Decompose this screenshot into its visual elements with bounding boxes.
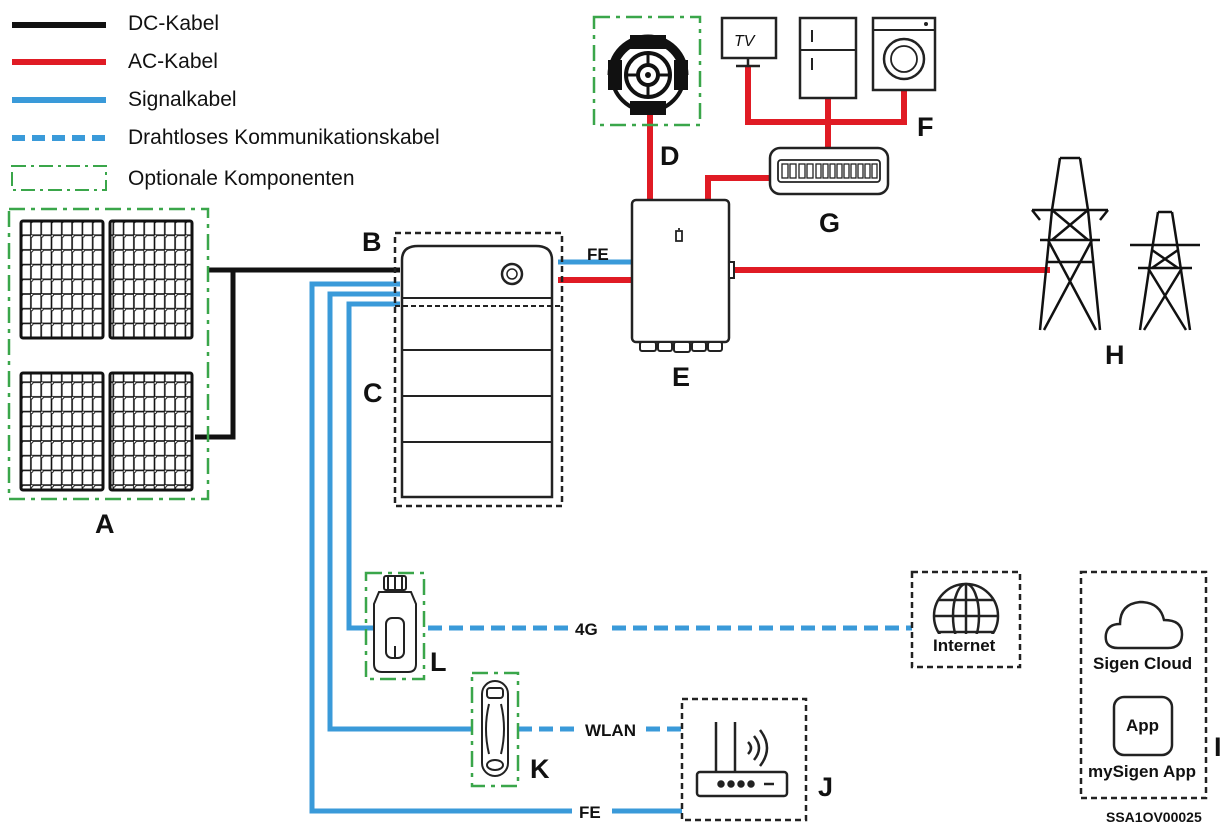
label-h: H [1105,340,1125,370]
tv-label: TV [734,33,756,50]
internet-frame [910,570,1022,669]
label-k: K [530,754,550,784]
component-e-inverter: E [630,198,735,392]
fridge-icon [798,16,858,100]
legend-dc-label: DC-Kabel [128,12,219,35]
optional-frame-a [7,207,210,501]
pv-panel [108,371,194,492]
internet-node: Internet [910,570,1022,669]
breaker-icons [781,163,878,179]
app-icon-label: App [1126,716,1159,735]
system-frame-bc [393,231,564,508]
legend-optional-label: Optionale Komponenten [128,167,355,190]
label-d: D [660,141,680,171]
signal-cables [309,259,682,814]
legend-wireless-label: Drahtloses Kommunikationskabel [128,126,440,149]
ev-charger-icon [607,34,689,115]
cloud-icon [1104,600,1184,650]
legend-signal-label: Signalkabel [128,88,237,111]
signal-cable-fe-bottom [309,281,682,814]
component-l-4g-dongle: L 4G [364,571,598,681]
pv-panel [19,371,105,492]
label-a: A [95,509,115,539]
router-frame [680,697,808,822]
router-icon [695,722,789,798]
component-k-wlan-dongle: K WLAN [470,671,636,788]
document-code: SSA1OV00025 [1106,809,1202,825]
mysigen-app-label: mySigen App [1088,762,1196,781]
pylon-large-icon [1031,156,1109,331]
legend-ac-label: AC-Kabel [128,50,218,73]
optional-frame-k [470,671,520,788]
label-b: B [362,227,382,257]
storage-cabinet [400,244,554,499]
component-j-router: J FE [572,697,833,822]
tv-icon: TV [720,16,778,68]
label-e: E [672,362,690,392]
sigen-cloud-label: Sigen Cloud [1093,654,1192,673]
component-a-pv-array: A [7,207,210,539]
ac-cable-e-to-g [705,175,770,200]
optional-frame-l [364,571,426,681]
component-d-charger: D [592,15,702,171]
signal-cable-to-l [346,301,400,631]
component-g-distribution-board: G [768,146,890,238]
cloud-app-frame [1079,570,1208,800]
dongle-4g-icon [373,575,417,673]
wireless-links [428,625,912,732]
inverter-connectors [639,341,723,353]
label-fe-bottom: FE [579,803,601,822]
ac-cables [558,65,1050,283]
inverter-body [630,198,731,344]
legend-optional-box [11,165,107,191]
power-button-icon [500,262,524,286]
label-g: G [819,208,840,238]
component-f-loads: TV F [720,16,937,142]
label-f: F [917,112,934,142]
label-j: J [818,772,833,802]
pv-panel [19,219,105,340]
component-i-cloud-app: Sigen Cloud App mySigen App I [1079,570,1222,800]
app-icon: App [1112,695,1174,757]
washing-machine-icon [871,16,937,92]
inverter-logo-icon [675,228,683,242]
label-wlan: WLAN [585,721,636,740]
pv-panel [108,219,194,340]
label-l: L [430,647,447,677]
label-i: I [1214,732,1222,762]
component-h-grid: H [1031,156,1200,370]
label-4g: 4G [575,620,598,639]
pylon-small-icon [1130,210,1200,331]
internet-label: Internet [933,636,996,655]
dongle-wlan-icon [481,680,509,777]
legend: DC-Kabel AC-Kabel Signalkabel Drahtloses… [11,12,440,191]
signal-cable-to-k [327,291,472,732]
dc-cable-lower-pv [195,270,236,440]
label-c: C [363,378,383,408]
label-fe-top: FE [587,245,609,264]
component-bc-storage: B C FE [362,227,609,508]
optional-frame-d [592,15,702,127]
